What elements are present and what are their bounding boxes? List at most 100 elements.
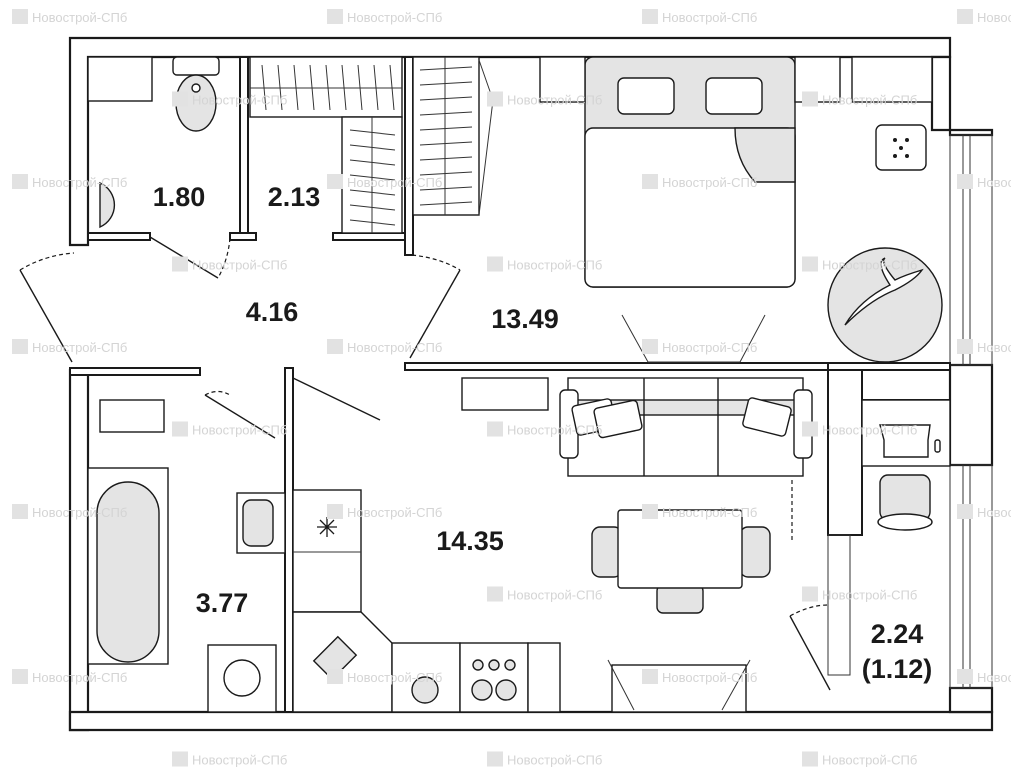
watermark-logo-icon: [802, 91, 818, 107]
watermark-logo-icon: [957, 174, 973, 189]
door-bedroom: [409, 269, 461, 359]
watermark-logo-icon: [957, 504, 973, 519]
area-label-hallway: 4.16: [246, 297, 299, 327]
watermark: Новострой-СПб: [12, 339, 127, 355]
watermark: Новострой-СПб: [327, 669, 442, 685]
watermark-text: Новострой-СПб: [507, 588, 602, 603]
watermark-logo-icon: [172, 91, 188, 107]
sofa: [559, 377, 813, 477]
watermark: Новострой-СПб: [642, 504, 757, 520]
watermark-logo-icon: [172, 751, 188, 767]
watermark: Новострой-СПб: [172, 751, 287, 768]
tv-stand: [607, 659, 751, 713]
area-label-balcony-reduced: (1.12): [862, 654, 933, 684]
watermark-text: Новострой-СПб: [662, 340, 757, 355]
watermark-text: Новострой-СПб: [662, 175, 757, 190]
watermark-logo-icon: [642, 669, 658, 684]
watermark-logo-icon: [12, 339, 28, 354]
watermark-text: Новострой-СПб: [192, 93, 287, 108]
watermark: Новострой-СПб: [487, 421, 602, 438]
area-label-living-kitchen: 14.35: [436, 526, 504, 556]
interior-walls: [69, 56, 951, 713]
watermark-logo-icon: [487, 586, 503, 602]
watermark: Новострой-СПб: [487, 751, 602, 768]
watermark-logo-icon: [327, 504, 343, 519]
watermark-logo-icon: [327, 174, 343, 189]
kitchen: [292, 489, 561, 713]
watermark-text: Новострой-СПб: [347, 340, 442, 355]
watermark-logo-icon: [642, 504, 658, 519]
watermark: Новострой-СПб: [642, 339, 757, 355]
watermark-text: Новострой-СПб: [32, 175, 127, 190]
area-label-balcony: 2.24: [871, 619, 924, 649]
nightstand-left: [539, 56, 586, 103]
watermark-text: Новострой-СПб: [507, 93, 602, 108]
watermark-text: Новострой-СПб: [347, 175, 442, 190]
watermark-logo-icon: [12, 174, 28, 189]
watermark-text: Новострой-СПб: [662, 670, 757, 685]
watermark-text: Новострой-СПб: [347, 505, 442, 520]
console-table: [461, 377, 549, 411]
watermark-logo-icon: [172, 421, 188, 437]
watermark-logo-icon: [957, 339, 973, 354]
watermark-text: Новострой-СПб: [977, 340, 1011, 355]
windows: [949, 134, 993, 689]
door-entrance: [19, 269, 73, 363]
watermark-logo-icon: [327, 9, 343, 24]
watermark: Новострой-СПб: [12, 174, 127, 190]
watermark: Новострой-СПб: [642, 669, 757, 685]
watermark-logo-icon: [642, 174, 658, 189]
hood-icon: [317, 517, 337, 537]
watermark-text: Новострой-СПб: [192, 258, 287, 273]
shelf-bedroom: [851, 56, 933, 103]
watermark: Новострой-СПб: [957, 504, 1011, 520]
watermark-logo-icon: [802, 751, 818, 767]
kitchen-sink: [312, 635, 358, 681]
watermark-text: Новострой-СПб: [32, 10, 127, 25]
watermark-text: Новострой-СПб: [507, 423, 602, 438]
watermark-text: Новострой-СПб: [32, 340, 127, 355]
bathroom-sink: [236, 492, 286, 554]
watermark-text: Новострой-СПб: [822, 93, 917, 108]
area-label-bathroom-small: 1.80: [153, 182, 206, 212]
shelf-small: [87, 56, 153, 102]
washing-machine: [207, 644, 277, 713]
watermark-text: Новострой-СПб: [822, 258, 917, 273]
watermark: Новострой-СПб: [802, 91, 917, 108]
watermark: Новострой-СПб: [327, 339, 442, 355]
watermark: Новострой-СПб: [802, 586, 917, 603]
watermark: Новострой-СПб: [487, 256, 602, 273]
watermark-logo-icon: [327, 669, 343, 684]
watermark: Новострой-СПб: [327, 9, 442, 25]
door-bathroom-main: [204, 394, 276, 439]
watermark-text: Новострой-СПб: [662, 505, 757, 520]
watermark-logo-icon: [487, 751, 503, 767]
watermark-text: Новострой-СПб: [32, 505, 127, 520]
watermark: Новострой-СПб: [327, 174, 442, 190]
pet-bed: [827, 247, 943, 363]
watermark: Новострой-СПб: [642, 174, 757, 190]
watermark: Новострой-СПб: [802, 256, 917, 273]
watermark-logo-icon: [487, 421, 503, 437]
watermark-logo-icon: [642, 339, 658, 354]
watermark-logo-icon: [487, 256, 503, 272]
area-label-closet: 2.13: [268, 182, 321, 212]
watermark: Новострой-СПб: [487, 586, 602, 603]
door-living: [292, 377, 381, 421]
wardrobe-closet: [249, 56, 494, 234]
office-chair: [877, 474, 933, 531]
watermark: Новострой-СПб: [172, 421, 287, 438]
sink-small: [99, 181, 116, 229]
watermark-text: Новострой-СПб: [347, 10, 442, 25]
watermark-logo-icon: [957, 9, 973, 24]
watermark-text: Новострой-СПб: [977, 505, 1011, 520]
watermark-logo-icon: [487, 91, 503, 107]
watermark-logo-icon: [642, 9, 658, 24]
lamp-icon: [875, 124, 927, 171]
watermark: Новострой-СПб: [802, 421, 917, 438]
watermark-text: Новострой-СПб: [507, 258, 602, 273]
watermark-text: Новострой-СПб: [347, 670, 442, 685]
watermark: Новострой-СПб: [957, 9, 1011, 25]
watermark: Новострой-СПб: [172, 91, 287, 108]
